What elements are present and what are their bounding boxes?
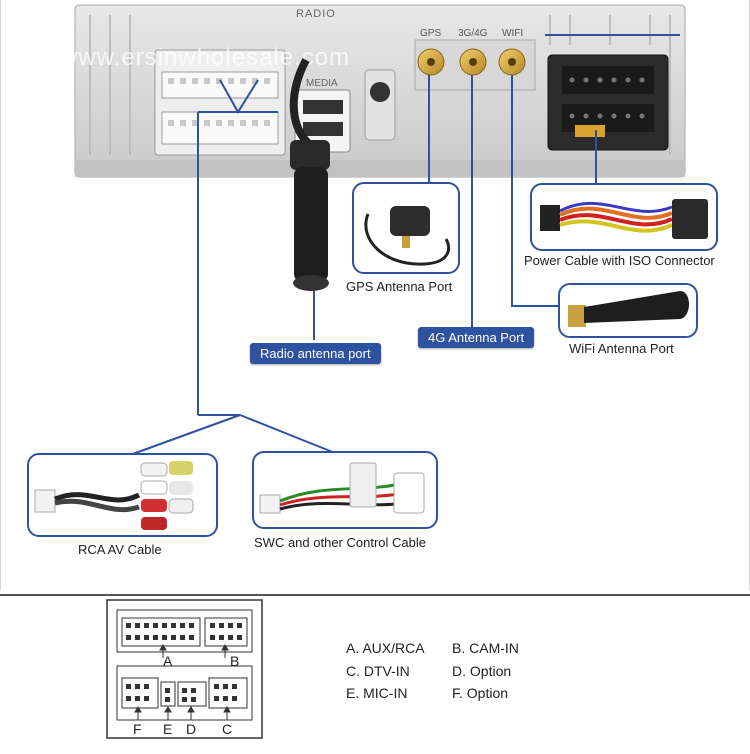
wifi-antenna-box [558,283,698,338]
wifi-caption: WiFi Antenna Port [569,341,674,356]
g3g4-label: 3G/4G [458,28,488,39]
legend-c: C. DTV-IN [346,663,410,679]
power-cable-box [530,183,718,251]
pin-label-b: B [230,653,240,669]
legend-d: D. Option [452,663,512,679]
rca-caption: RCA AV Cable [78,542,162,557]
gps-antenna-box [352,182,460,274]
legend-f: F. Option [452,685,509,701]
power-cable-icon [540,199,708,239]
gps-caption: GPS Antenna Port [346,279,453,294]
legend-b: B. CAM-IN [452,640,519,656]
pin-label-c: C [222,721,233,737]
radio-antenna-cable [289,58,330,291]
pin-label-f: F [133,721,142,737]
head-unit-back-panel [74,4,686,178]
radio-antenna-label: Radio antenna port [250,343,381,364]
pinout-diagram [106,599,263,739]
legend-a: A. AUX/RCA [346,640,425,656]
swc-cable-icon [259,462,425,514]
rca-cable-box [27,453,218,537]
antenna-4g-label: 4G Antenna Port [418,327,535,348]
power-cable-caption: Power Cable with ISO Connector [524,253,715,268]
legend-e: E. MIC-IN [346,685,408,701]
pin-label-e: E [163,721,173,737]
gps-label: GPS [420,28,442,39]
media-label: MEDIA [306,78,338,89]
swc-caption: SWC and other Control Cable [254,535,426,550]
gps-antenna-icon [364,206,451,266]
wifi-antenna-icon [568,291,689,327]
pin-label-d: D [186,721,197,737]
swc-cable-box [252,451,438,529]
pin-label-a: A [163,653,173,669]
section-divider [0,594,750,596]
rca-cable-icon [34,461,194,530]
radio-label: RADIO [296,8,336,20]
wifi-label: WIFI [502,28,524,39]
